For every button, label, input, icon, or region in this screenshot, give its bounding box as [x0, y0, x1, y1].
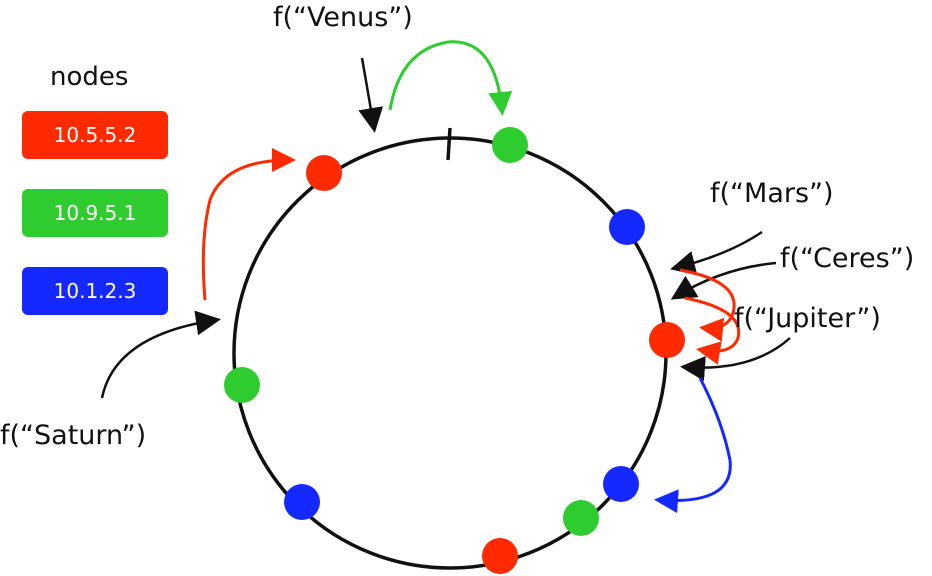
- saturn-key-label: f(“Saturn”): [0, 420, 147, 451]
- venus-to-node-arrow: [388, 40, 513, 116]
- node-dot-red: [306, 155, 342, 191]
- node-dot-blue: [609, 209, 645, 245]
- mars-key-arrow: [670, 230, 763, 276]
- node-dot-green: [492, 127, 528, 163]
- legend-node-red: 10.5.5.2: [22, 111, 168, 159]
- jupiter-to-node-arrow: [654, 377, 732, 514]
- node-dot-blue: [603, 466, 639, 502]
- ceres-key-arrow: [670, 261, 777, 300]
- legend-node-blue: 10.1.2.3: [22, 267, 168, 315]
- ceres-key-label: f(“Ceres”): [780, 243, 915, 274]
- ring-start-tick: [446, 127, 452, 161]
- node-dot-blue: [284, 484, 320, 520]
- ceres-to-node-arrow: [684, 296, 741, 365]
- venus-key-label: f(“Venus”): [273, 2, 413, 33]
- node-dot-red: [649, 322, 685, 358]
- legend-node-green: 10.9.5.1: [22, 189, 168, 237]
- mars-key-label: f(“Mars”): [710, 178, 834, 209]
- legend-title: nodes: [50, 62, 129, 92]
- node-dot-green: [563, 500, 599, 536]
- saturn-to-node-arrow: [201, 148, 296, 301]
- node-dot-green: [224, 367, 260, 403]
- saturn-key-arrow: [100, 310, 221, 399]
- node-dot-red: [482, 538, 518, 574]
- jupiter-key-label: f(“Jupiter”): [734, 303, 881, 334]
- venus-key-arrow: [358, 57, 384, 133]
- jupiter-key-arrow: [680, 337, 791, 381]
